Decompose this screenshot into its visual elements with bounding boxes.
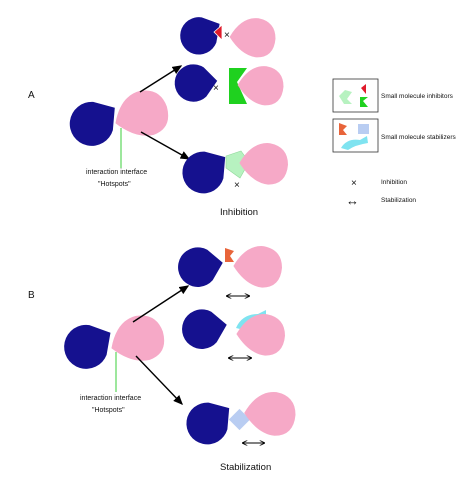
arrow-icon (135, 355, 183, 406)
inhibited-complex-green: × (173, 62, 284, 106)
pink-protein-icon (103, 308, 171, 371)
arrow-icon (140, 131, 191, 160)
stabilizers-legend-box (332, 118, 379, 153)
green-inhibitor (229, 68, 247, 104)
inhibitors-legend-box (332, 78, 379, 113)
blue-protein-icon (56, 313, 122, 377)
inhibited-complex-lightgreen: × (174, 140, 288, 202)
panel-b-complex (56, 308, 171, 392)
arrow-icon (132, 285, 190, 323)
legend: Small molecule inhibitors Small molecule… (332, 78, 457, 208)
stabilization-caption: Stabilization (220, 462, 271, 473)
red-inhibitor (213, 24, 223, 41)
panel-a-complex (61, 83, 175, 168)
inhibited-complex-red: × (173, 7, 276, 62)
hotspots-label: "Hotspots" (98, 181, 131, 188)
orange-stabilizer (225, 248, 234, 262)
interface-label: interaction interface (86, 169, 147, 176)
inhibition-x-icon: × (224, 30, 230, 41)
stabilization-legend-label: Stabilization (381, 197, 416, 204)
panel-a-label: A (28, 90, 35, 101)
stabilized-complex-cyan (178, 305, 285, 358)
inhibition-caption: Inhibition (220, 207, 258, 218)
stabilized-complex-orange (174, 243, 282, 296)
inhibition-x-icon: × (351, 178, 357, 189)
arrow-icon (139, 65, 183, 93)
inhibition-x-icon: × (234, 180, 240, 191)
stabilizers-legend-label: Small molecule stabilizers (381, 134, 457, 141)
inhibitors-legend-label: Small molecule inhibitors (381, 93, 454, 100)
inhibition-legend-label: Inhibition (381, 179, 407, 186)
stabilized-complex-lightblue (178, 391, 296, 453)
interface-label: interaction interface (80, 395, 141, 402)
hotspots-label: "Hotspots" (92, 407, 125, 414)
inhibition-x-icon: × (213, 83, 219, 94)
stabilization-arrow-icon: ↔ (346, 193, 359, 208)
pink-protein-icon (107, 83, 175, 146)
panel-b-label: B (28, 290, 35, 301)
